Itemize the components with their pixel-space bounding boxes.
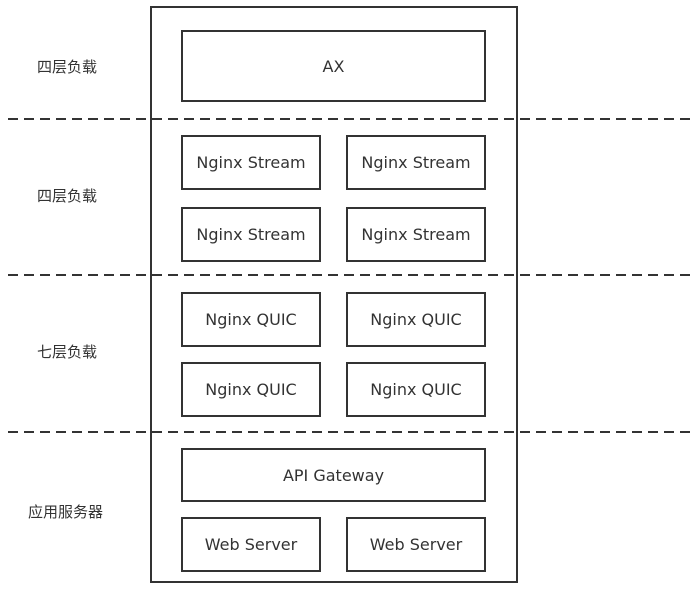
layer-label-l4-top: 四层负载 — [37, 58, 98, 76]
ax-box: AX — [181, 30, 486, 102]
nginx-quic-box: Nginx QUIC — [181, 362, 321, 417]
nginx-quic-box: Nginx QUIC — [346, 362, 486, 417]
api-gateway-box: API Gateway — [181, 448, 486, 502]
nginx-stream-box: Nginx Stream — [346, 207, 486, 262]
web-server-box: Web Server — [181, 517, 321, 572]
nginx-stream-box: Nginx Stream — [346, 135, 486, 190]
layer-label-l4-stream: 四层负载 — [37, 187, 98, 205]
outer-container — [150, 6, 518, 583]
nginx-stream-box: Nginx Stream — [181, 135, 321, 190]
nginx-quic-box: Nginx QUIC — [346, 292, 486, 347]
layer-label-app-server: 应用服务器 — [28, 503, 104, 521]
layer-label-l7: 七层负载 — [37, 343, 98, 361]
nginx-stream-box: Nginx Stream — [181, 207, 321, 262]
nginx-quic-box: Nginx QUIC — [181, 292, 321, 347]
web-server-box: Web Server — [346, 517, 486, 572]
